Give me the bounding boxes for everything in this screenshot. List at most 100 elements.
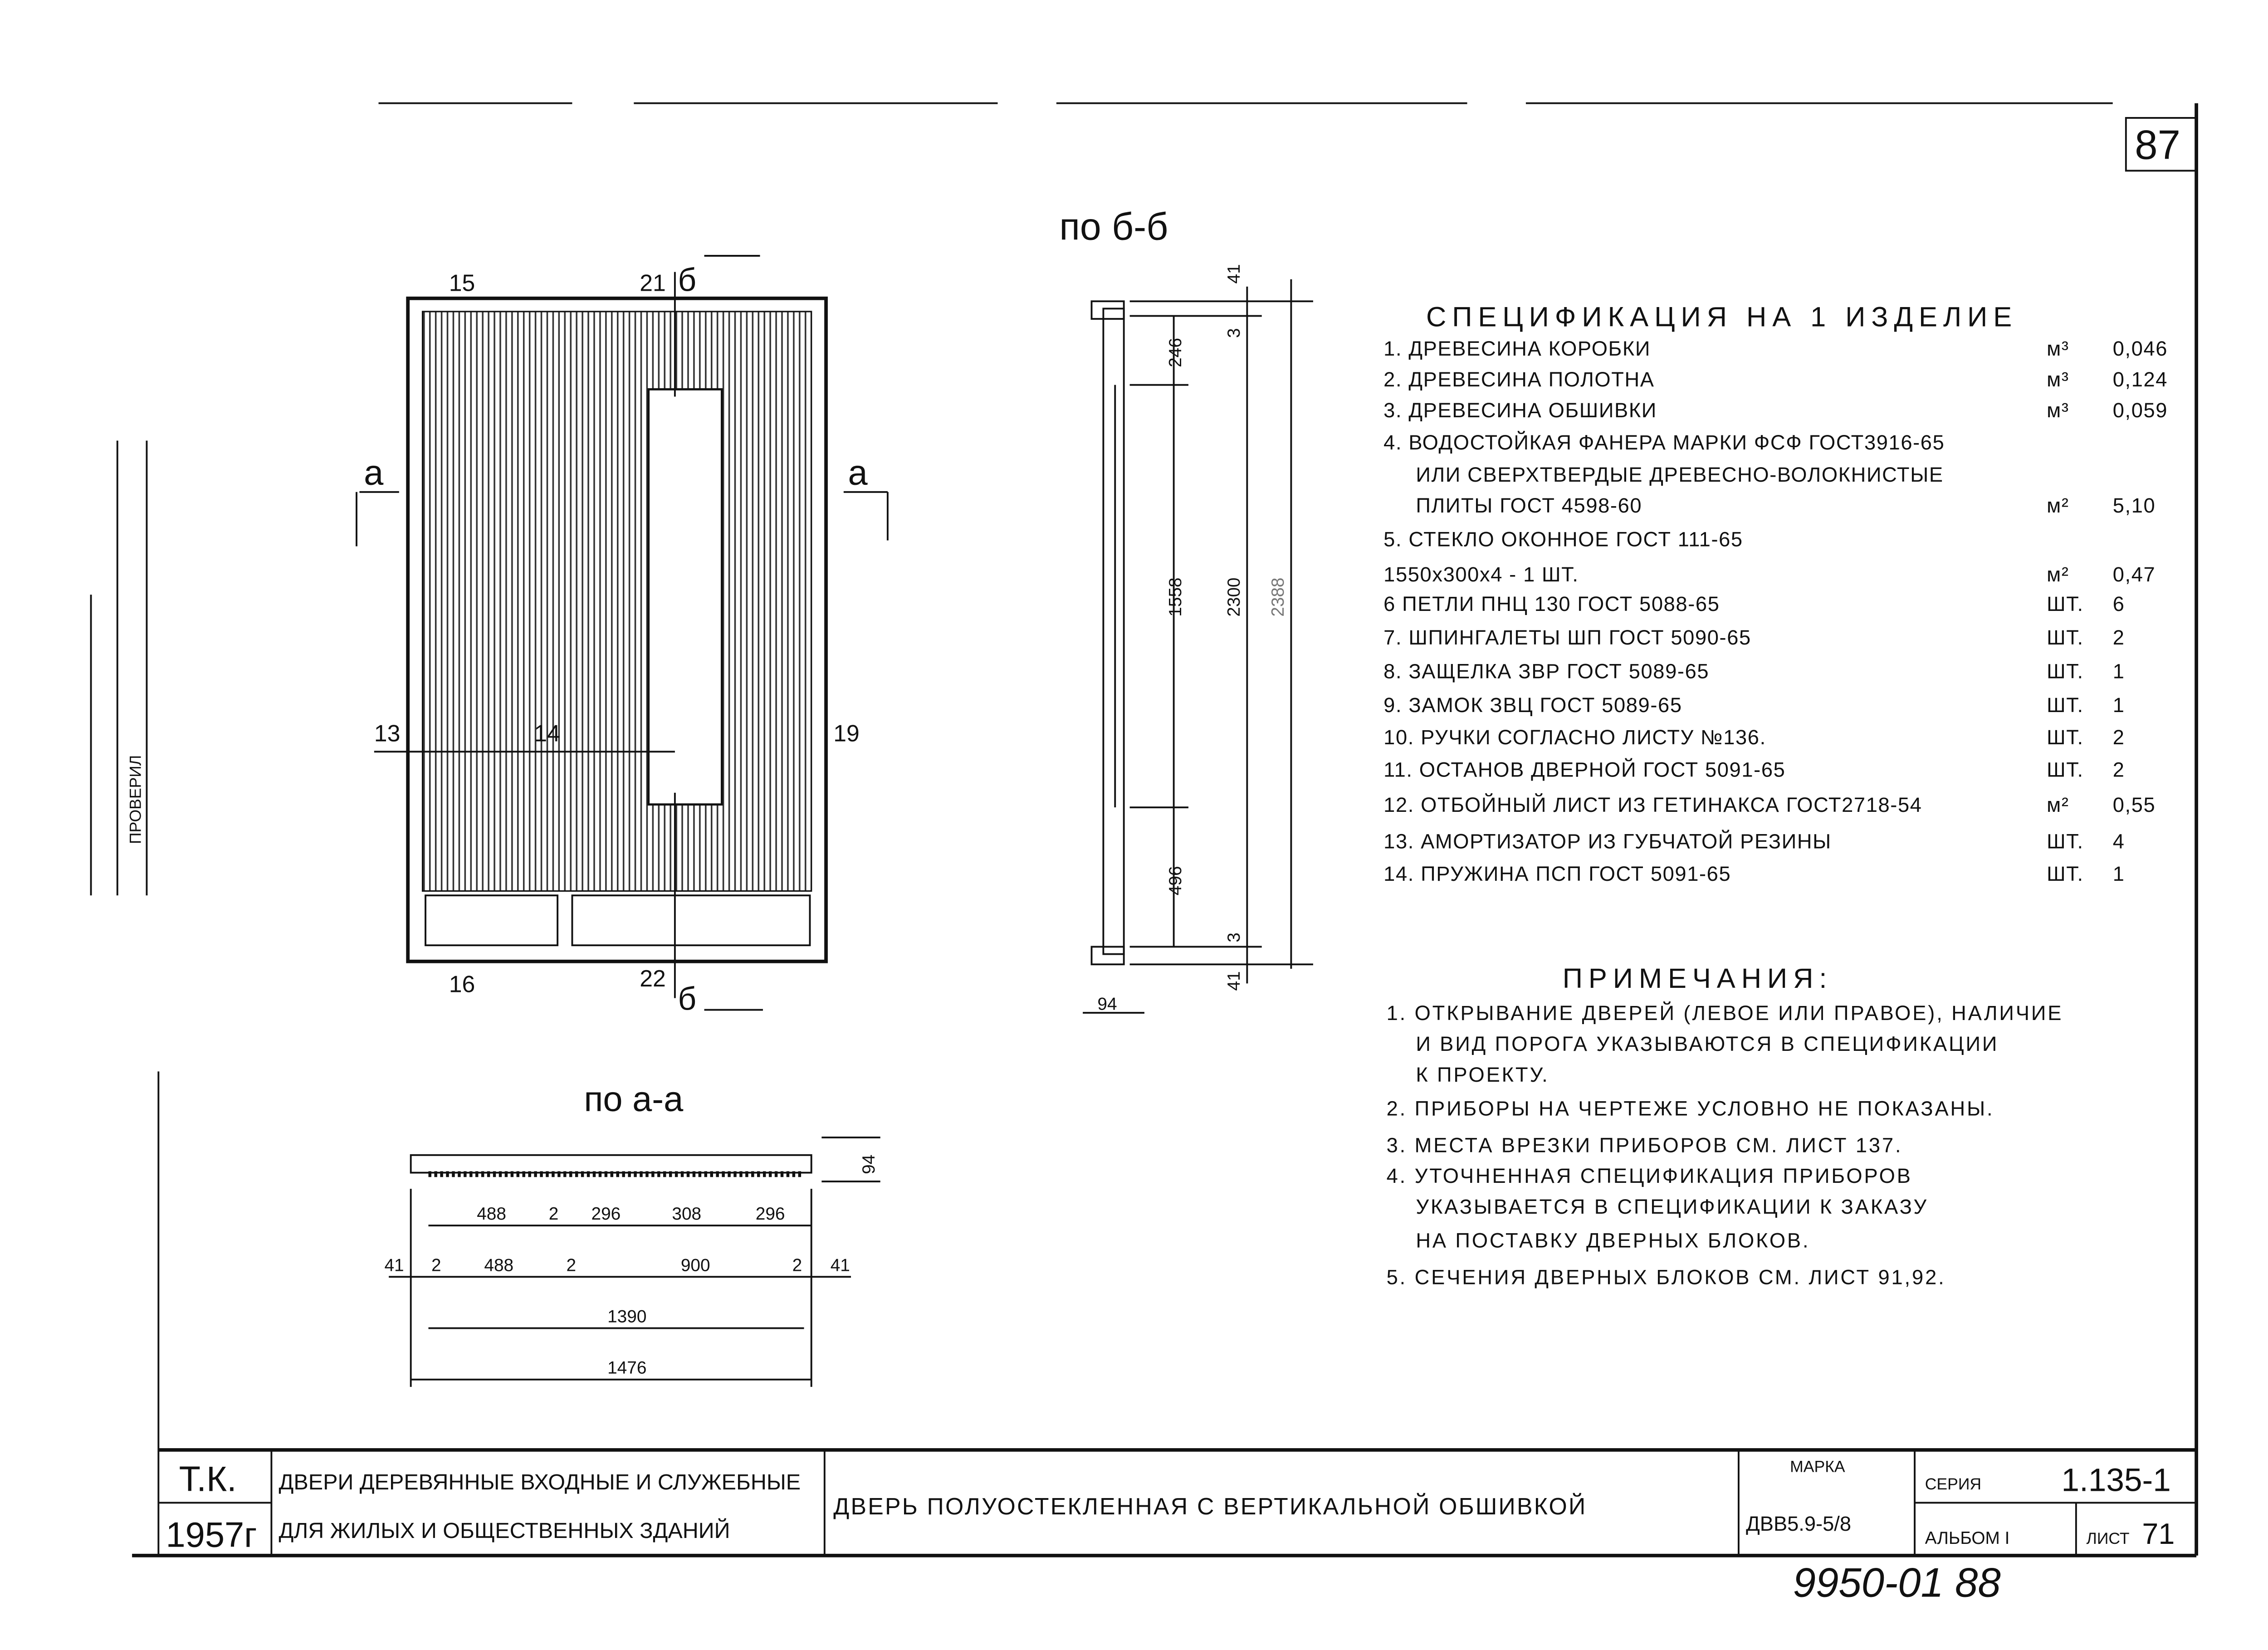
dimension-label: 2 [567, 1255, 577, 1275]
notes-title: ПРИМЕЧАНИЯ: [1563, 963, 1833, 994]
spec-item-text: 7. ШПИНГАЛЕТЫ ШП ГОСТ 5090-65 [1383, 626, 1751, 649]
spec-item-qty: 0,059 [2113, 399, 2168, 422]
spec-item-text: 11. ОСТАНОВ ДВЕРНОЙ ГОСТ 5091-65 [1383, 758, 1785, 781]
spec-item-text: ПЛИТЫ ГОСТ 4598-60 [1416, 494, 1642, 517]
spec-item-text: 10. РУЧКИ СОГЛАСНО ЛИСТУ №136. [1383, 726, 1766, 749]
spec-item-qty: 0,046 [2113, 337, 2168, 360]
bottom-panel-left [425, 894, 559, 947]
section-bb: 41 3 246 1558 2300 2388 496 3 41 94 [1083, 264, 1313, 1014]
dimension-label: 296 [756, 1204, 785, 1224]
spec-item-text: 14. ПРУЖИНА ПСП ГОСТ 5091-65 [1383, 862, 1731, 885]
dimension-label: а [848, 454, 868, 493]
dimension-label: 15 [449, 270, 475, 296]
note-line: 5. СЕЧЕНИЯ ДВЕРНЫХ БЛОКОВ СМ. ЛИСТ 91,92… [1387, 1265, 1946, 1289]
spec-item-qty: 1 [2113, 693, 2125, 717]
spec-item-qty: 0,47 [2113, 563, 2156, 586]
dimension-label: 13 [374, 720, 401, 747]
dimension-label: 3 [1224, 328, 1244, 338]
mark-label: МАРКА [1790, 1457, 1845, 1475]
note-line: УКАЗЫВАЕТСЯ В СПЕЦИФИКАЦИИ К ЗАКАЗУ [1416, 1195, 1928, 1218]
album: АЛЬБОМ I [1925, 1528, 2010, 1548]
note-line: НА ПОСТАВКУ ДВЕРНЫХ БЛОКОВ. [1416, 1229, 1810, 1252]
dimension-label: б [678, 981, 696, 1017]
drawing-title: ДВЕРЬ ПОЛУОСТЕКЛЕННАЯ С ВЕРТИКАЛЬНОЙ ОБШ… [833, 1493, 1587, 1519]
spec-item-unit: ШТ. [2047, 660, 2084, 683]
spec-item-qty: 2 [2113, 726, 2125, 749]
spec-item-unit: м³ [2047, 399, 2069, 422]
top-border [378, 102, 2198, 1556]
dimension-label: б [678, 263, 696, 298]
specification: СПЕЦИФИКАЦИЯ НА 1 ИЗДЕЛИЕ 1. ДРЕВЕСИНА К… [1383, 301, 2168, 885]
glass-opening [647, 388, 723, 806]
spec-item-text: 5. СТЕКЛО ОКОННОЕ ГОСТ 111-65 [1383, 527, 1743, 551]
note-line: 3. МЕСТА ВРЕЗКИ ПРИБОРОВ СМ. ЛИСТ 137. [1387, 1133, 1903, 1157]
dimension-label: 2 [549, 1204, 559, 1224]
dimension-label: 22 [640, 965, 666, 991]
note-line: 4. УТОЧНЕННАЯ СПЕЦИФИКАЦИЯ ПРИБОРОВ [1387, 1164, 1912, 1187]
section-bb-title: по б-б [1059, 205, 1168, 248]
spec-item-qty: 0,124 [2113, 368, 2168, 391]
dimension-label: 41 [1224, 971, 1244, 991]
spec-item-text: ИЛИ СВЕРХТВЕРДЫЕ ДРЕВЕСНО-ВОЛОКНИСТЫЕ [1416, 463, 1943, 486]
spec-item-text: 8. ЗАЩЕЛКА ЗВР ГОСТ 5089-65 [1383, 660, 1709, 683]
dimension-label: 14 [534, 720, 560, 747]
title-block: Т.К. 1957г ДВЕРИ ДЕРЕВЯННЫЕ ВХОДНЫЕ И СЛ… [132, 1448, 2197, 1557]
desc-line1: ДВЕРИ ДЕРЕВЯННЫЕ ВХОДНЫЕ И СЛУЖЕБНЫЕ [279, 1470, 801, 1494]
spec-item-unit: м² [2047, 563, 2069, 586]
dimension-label: 2388 [1268, 577, 1288, 616]
spec-item-qty: 4 [2113, 830, 2125, 853]
dimension-label: 41 [831, 1255, 850, 1275]
spec-item-text: 9. ЗАМОК ЗВЦ ГОСТ 5089-65 [1383, 693, 1682, 717]
year: 1957г [166, 1515, 257, 1554]
dimension-label: 3 [1224, 932, 1244, 942]
spec-item-unit: м² [2047, 494, 2069, 517]
series-label: СЕРИЯ [1925, 1475, 1981, 1493]
dimension-label: 1558 [1166, 577, 1185, 616]
spec-item-unit: м² [2047, 793, 2069, 816]
section-aa-title: по а-а [584, 1080, 684, 1119]
dimension-label: 900 [681, 1255, 710, 1275]
spec-item-text: 13. АМОРТИЗАТОР ИЗ ГУБЧАТОЙ РЕЗИНЫ [1383, 830, 1832, 853]
dimension-label: а [364, 454, 384, 493]
note-line: 2. ПРИБОРЫ НА ЧЕРТЕЖЕ УСЛОВНО НЕ ПОКАЗАН… [1387, 1097, 1994, 1120]
note-line: К ПРОЕКТУ. [1416, 1063, 1549, 1086]
spec-item-unit: ШТ. [2047, 626, 2084, 649]
spec-item-qty: 0,55 [2113, 793, 2156, 816]
org: Т.К. [179, 1460, 237, 1499]
margin-stamps: ПРОВЕРИЛ [90, 440, 160, 1556]
archive-stamp: 9950-01 88 [1793, 1560, 2001, 1606]
desc-line2: ДЛЯ ЖИЛЫХ И ОБЩЕСТВЕННЫХ ЗДАНИЙ [279, 1518, 730, 1543]
dimension-label: 496 [1166, 866, 1185, 896]
spec-item-unit: м³ [2047, 337, 2069, 360]
spec-item-qty: 5,10 [2113, 494, 2156, 517]
dimension-label: 16 [449, 971, 475, 997]
spec-item-unit: м³ [2047, 368, 2069, 391]
sheet-value: 71 [2142, 1517, 2175, 1550]
dimension-label: 246 [1166, 338, 1185, 367]
spec-item-qty: 1 [2113, 660, 2125, 683]
dimension-label: 308 [672, 1204, 701, 1224]
dimension-label: 2 [431, 1255, 441, 1275]
dimension-label: 2300 [1224, 577, 1244, 616]
spec-item-text: 6 ПЕТЛИ ПНЦ 130 ГОСТ 5088-65 [1383, 592, 1720, 615]
spec-item-text: 1. ДРЕВЕСИНА КОРОБКИ [1383, 337, 1651, 360]
dimension-label: 2 [792, 1255, 802, 1275]
sheet-label: ЛИСТ [2087, 1529, 2130, 1547]
spec-item-unit: ШТ. [2047, 830, 2084, 853]
spec-item-text: 3. ДРЕВЕСИНА ОБШИВКИ [1383, 399, 1657, 422]
spec-item-unit: ШТ. [2047, 726, 2084, 749]
dimension-label: 1476 [607, 1358, 646, 1378]
dimension-label: 94 [859, 1155, 879, 1174]
door-elevation: 15 21 б 13 14 19 16 22 б а а [356, 255, 889, 1017]
spec-item-text: 2. ДРЕВЕСИНА ПОЛОТНА [1383, 368, 1654, 391]
spec-item-qty: 2 [2113, 626, 2125, 649]
specification-title: СПЕЦИФИКАЦИЯ НА 1 ИЗДЕЛИЕ [1426, 301, 2018, 332]
series-value: 1.135-1 [2062, 1462, 2171, 1498]
page-number: 87 [2135, 122, 2180, 168]
notes: ПРИМЕЧАНИЯ: 1. ОТКРЫВАНИЕ ДВЕРЕЙ (ЛЕВОЕ … [1387, 963, 2062, 1289]
spec-item-unit: ШТ. [2047, 693, 2084, 717]
spec-item-text: 1550x300x4 - 1 ШТ. [1383, 563, 1579, 586]
note-line: И ВИД ПОРОГА УКАЗЫВАЮТСЯ В СПЕЦИФИКАЦИИ [1416, 1032, 1999, 1055]
bottom-panel-right [571, 894, 811, 947]
